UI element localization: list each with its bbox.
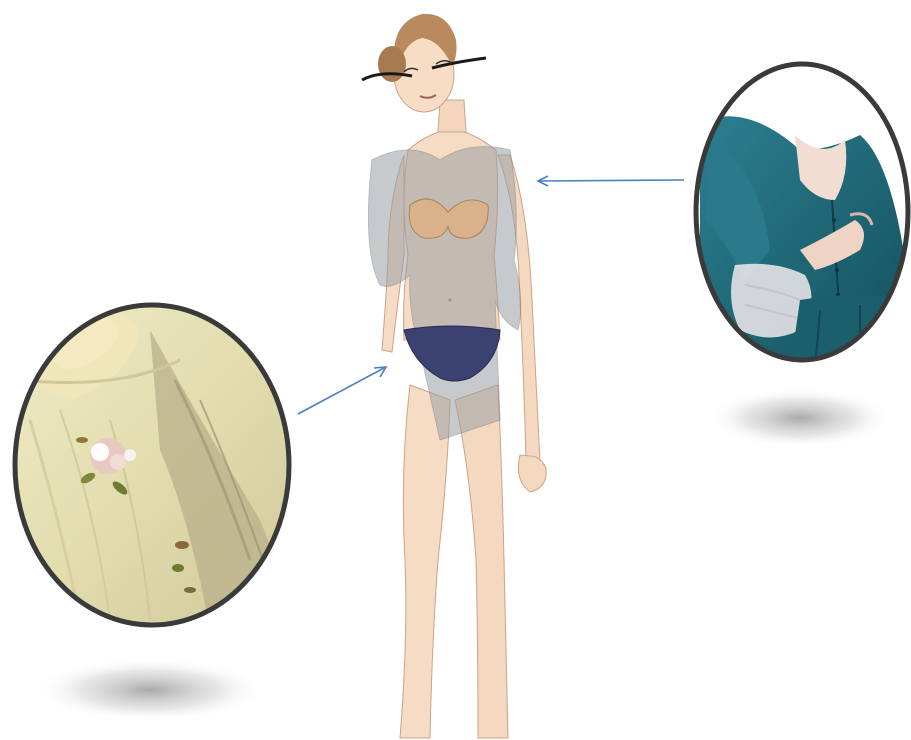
left-detail-circle (10, 300, 300, 630)
left-circle-shadow (35, 658, 265, 722)
arrow-icon (298, 367, 386, 414)
right-detail-circle (690, 60, 911, 370)
right-circle-shadow (708, 388, 892, 448)
arrow-icon (538, 176, 684, 186)
fashion-croquis-figure (362, 14, 546, 738)
